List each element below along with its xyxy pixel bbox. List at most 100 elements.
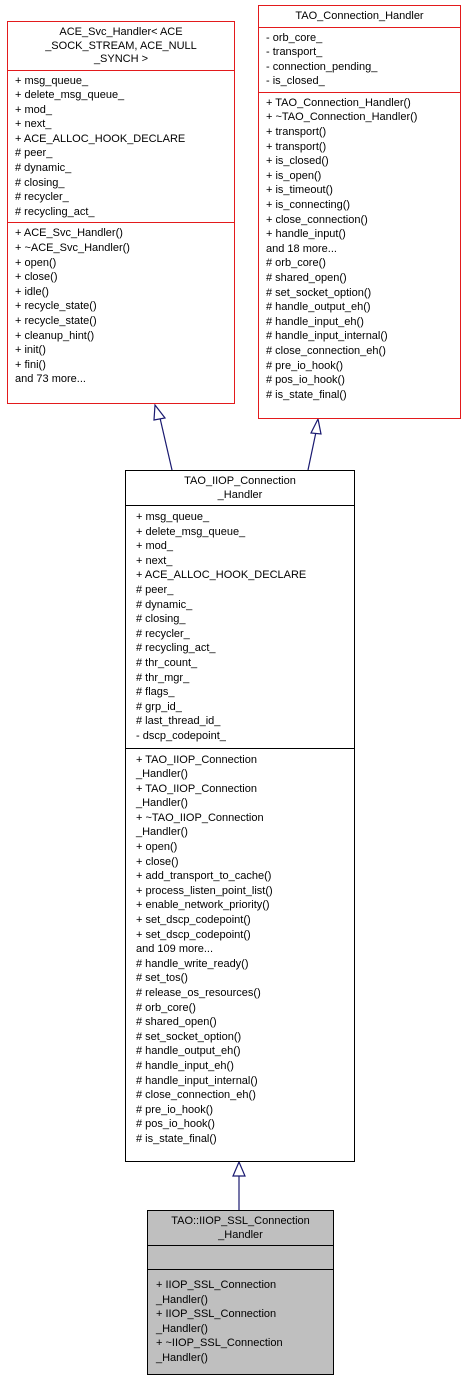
method-item: + TAO_IIOP_Connection	[136, 753, 257, 766]
class-name-line: TAO_IIOP_Connection	[184, 475, 296, 487]
method-item: # handle_input_internal()	[136, 1074, 258, 1087]
method-item: _Handler()	[156, 1351, 208, 1364]
class-tao-connection-handler[interactable]: TAO_Connection_Handler - orb_core_ - trans…	[258, 5, 461, 419]
method-item: and 18 more...	[266, 242, 337, 255]
method-item: + process_listen_point_list()	[136, 884, 273, 897]
class-tao-iiop-connection-handler[interactable]: TAO_IIOP_Connection_Handler+ msg_queue_+…	[125, 470, 355, 1162]
method-item: # pre_io_hook()	[266, 359, 344, 372]
attribute-item: # dynamic_	[136, 598, 193, 611]
attribute-item: # thr_count_	[136, 656, 198, 669]
edge-iiop-to-tao-connection-handler	[307, 431, 317, 471]
method-item: + recycle_state()	[15, 300, 97, 313]
method-item: # pos_io_hook()	[266, 374, 345, 387]
attribute-item: # recycling_act_	[15, 205, 95, 218]
attribute-item: + delete_msg_queue_	[136, 525, 246, 538]
method-item: and 73 more...	[15, 373, 86, 386]
class-methods: + TAO_Connection_Handler() + ~TAO_Connect…	[259, 93, 460, 405]
method-item: + is_closed()	[266, 155, 329, 168]
method-item: + handle_input()	[266, 228, 346, 241]
attribute-item: # grp_id_	[136, 700, 182, 713]
attribute-item: # last_thread_id_	[136, 715, 221, 728]
attribute-item: - transport_	[266, 46, 323, 59]
method-item: + enable_network_priority()	[136, 899, 270, 912]
attribute-item: + next_	[15, 118, 52, 131]
method-item: + open()	[15, 256, 57, 269]
method-item: # close_connection_eh()	[136, 1089, 256, 1102]
method-item: + add_transport_to_cache()	[136, 870, 272, 883]
method-item: # handle_input_eh()	[136, 1059, 234, 1072]
method-item: # orb_core()	[266, 257, 326, 270]
method-item: + set_dscp_codepoint()	[136, 928, 251, 941]
attribute-item: # recycler_	[15, 191, 69, 204]
class-attributes: + msg_queue_ + delete_msg_queue_ + mod_+ n…	[126, 506, 354, 749]
attribute-item: # flags_	[136, 686, 175, 699]
class-title: TAO_Connection_Handler	[259, 6, 460, 28]
attribute-item: + mod_	[136, 540, 173, 553]
attribute-item: + next_	[136, 554, 173, 567]
method-item: # handle_input_internal()	[266, 330, 388, 343]
method-item: + init()	[15, 344, 46, 357]
arrowhead-iiop	[232, 1160, 246, 1177]
method-item: # set_socket_option()	[136, 1030, 242, 1043]
class-attributes	[148, 1246, 333, 1270]
method-item: # orb_core()	[136, 1001, 196, 1014]
method-item: _Handler()	[156, 1322, 208, 1335]
class-methods: + TAO_IIOP_Connection_Handler()+ TAO_IIO…	[126, 749, 354, 1151]
attribute-item: # closing_	[136, 613, 186, 626]
attribute-item: - orb_core_	[266, 31, 323, 44]
method-item: # handle_write_ready()	[136, 957, 249, 970]
method-item: + fini()	[15, 358, 46, 371]
method-item: + transport()	[266, 126, 327, 139]
class-name-line: _Handler	[217, 488, 263, 501]
class-methods: + IIOP_SSL_Connection_Handler()+ IIOP_SS…	[148, 1270, 333, 1369]
attribute-item: + ACE_ALLOC_HOOK_DECLARE	[15, 132, 186, 145]
method-item: + TAO_Connection_Handler()	[266, 96, 411, 109]
method-item: + recycle_state()	[15, 315, 97, 327]
method-item: + open()	[136, 841, 178, 854]
class-name-line: ACE_Svc_Handler< ACE	[59, 26, 183, 38]
method-item: + ~TAO_IIOP_Connection	[136, 811, 264, 824]
class-iiop-ssl-connection-handler[interactable]: TAO::IIOP_SSL_Connection_Handler+ IIOP_S…	[147, 1210, 334, 1375]
method-item: _Handler()	[156, 1293, 208, 1306]
class-name-line: _SYNCH >	[93, 53, 149, 65]
method-item: _Handler()	[136, 826, 188, 839]
method-item: + close()	[136, 855, 179, 868]
method-item: # handle_output_eh()	[136, 1045, 241, 1058]
attribute-item: # recycling_act_	[136, 642, 216, 655]
method-item: _Handler()	[136, 768, 188, 781]
method-item: # handle_input_eh()	[266, 315, 364, 328]
method-item: + IIOP_SSL_Connection	[156, 1308, 277, 1321]
method-item: # pos_io_hook()	[136, 1118, 215, 1131]
attribute-item: - dscp_codepoint_	[136, 729, 226, 742]
attribute-item: - is_closed_	[266, 75, 325, 88]
class-attributes: + msg_queue_+ delete_msg_queue_+ mod_+ n…	[8, 71, 234, 224]
attribute-item: - connection_pending_	[266, 60, 378, 73]
class-name-line: TAO_Connection_Handler	[295, 10, 424, 22]
class-ace-svc-handler[interactable]: ACE_Svc_Handler< ACE_SOCK_STREAM, ACE_NU…	[7, 21, 235, 404]
attribute-item: + msg_queue_	[136, 511, 210, 523]
method-item: # pre_io_hook()	[136, 1103, 214, 1116]
class-methods: + ACE_Svc_Handler()+ ~ACE_Svc_Handler()+…	[8, 223, 234, 390]
method-item: # set_socket_option()	[266, 286, 372, 299]
attribute-item: # dynamic_	[15, 162, 72, 175]
method-item: # release_os_resources()	[136, 987, 261, 999]
method-item: + set_dscp_codepoint()	[136, 914, 251, 927]
method-item: # is_state_final()	[266, 388, 347, 401]
attribute-item: # closing_	[15, 176, 65, 189]
edge-iiop-to-ace-svc-handler	[159, 417, 173, 471]
class-attributes: - orb_core_ - transport_- connection_pend…	[259, 28, 460, 93]
class-name-line: _SOCK_STREAM, ACE_NULL	[45, 39, 197, 52]
method-item: + IIOP_SSL_Connection	[156, 1279, 277, 1291]
method-item: + ~TAO_Connection_Handler()	[266, 111, 418, 124]
attribute-item: # recycler_	[136, 627, 190, 640]
method-item: # handle_output_eh()	[266, 301, 371, 314]
method-item: and 109 more...	[136, 943, 214, 956]
class-title: TAO_IIOP_Connection_Handler	[126, 471, 354, 506]
method-item: # is_state_final()	[136, 1132, 217, 1145]
method-item: + is_timeout()	[266, 184, 333, 197]
method-item: + ~ACE_Svc_Handler()	[15, 242, 130, 255]
attribute-item: # peer_	[136, 583, 174, 596]
method-item: + ~IIOP_SSL_Connection	[156, 1337, 283, 1350]
attribute-item: + msg_queue_	[15, 74, 89, 87]
attribute-item: + delete_msg_queue_	[15, 89, 125, 102]
